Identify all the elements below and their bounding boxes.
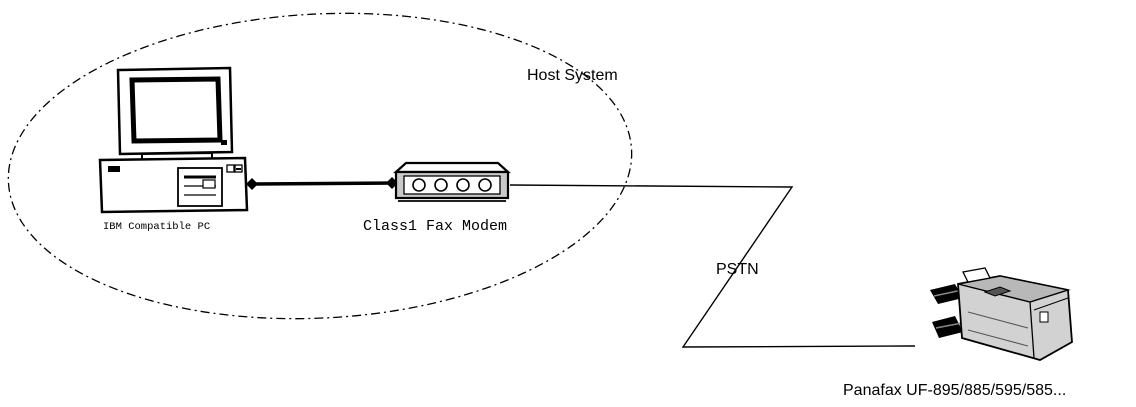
pc-monitor-icon	[116, 66, 234, 163]
fax-machine-icon	[930, 267, 1073, 361]
pstn-label: PSTN	[716, 261, 759, 278]
host-system-label: Host System	[527, 67, 618, 84]
pc-port-connector	[246, 178, 258, 190]
modem-label: Class1 Fax Modem	[363, 218, 507, 235]
pstn-line	[509, 184, 916, 348]
pc-label: IBM Compatible PC	[103, 221, 210, 233]
host-system-boundary	[7, 12, 633, 320]
fax-machine-label: Panafax UF-895/885/595/585...	[843, 382, 1066, 399]
serial-cable	[251, 181, 393, 186]
pc-case-icon	[98, 156, 249, 214]
fax-modem-icon	[393, 161, 511, 202]
